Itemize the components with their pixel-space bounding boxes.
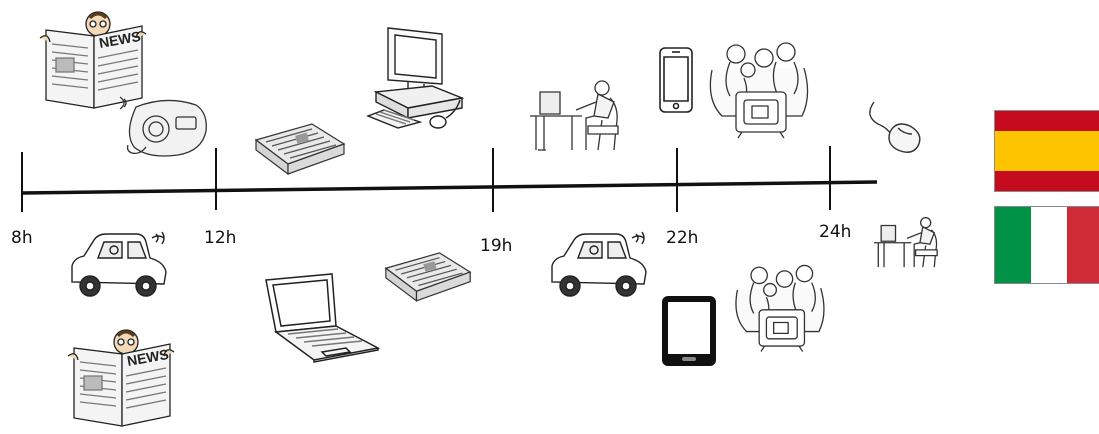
family-watching-tv-icon — [706, 40, 812, 140]
person-at-computer-icon — [528, 76, 624, 154]
spain-flag-top-band — [995, 111, 1099, 131]
spain-flag — [994, 110, 1099, 192]
tick-label-24h: 24h — [819, 222, 851, 242]
italy-flag-red-band — [1067, 207, 1099, 283]
smartphone-icon — [658, 46, 694, 114]
tick-label-19h: 19h — [480, 236, 512, 256]
italy-flag-white-band — [1031, 207, 1067, 283]
car-with-radio-icon — [66, 232, 170, 302]
person-at-computer-icon — [872, 214, 942, 270]
italy-flag — [994, 206, 1099, 284]
radio-icon — [118, 95, 210, 161]
tick-label-12h: 12h — [204, 228, 236, 248]
spain-flag-bottom-band — [995, 171, 1099, 191]
family-watching-tv-icon — [732, 258, 828, 358]
computer-mouse-icon — [866, 98, 926, 156]
tick-label-8h: 8h — [11, 228, 33, 248]
folded-newspaper-icon — [382, 246, 474, 302]
newspaper-reader-icon: NEWS — [66, 324, 178, 430]
car-with-radio-icon — [546, 232, 650, 302]
tablet-icon — [660, 294, 718, 368]
spain-flag-middle-band — [995, 131, 1099, 171]
folded-newspaper-icon — [252, 118, 348, 174]
tick-label-22h: 22h — [666, 228, 698, 248]
laptop-icon — [262, 272, 382, 364]
italy-flag-green-band — [995, 207, 1031, 283]
desktop-computer-icon — [368, 26, 468, 134]
